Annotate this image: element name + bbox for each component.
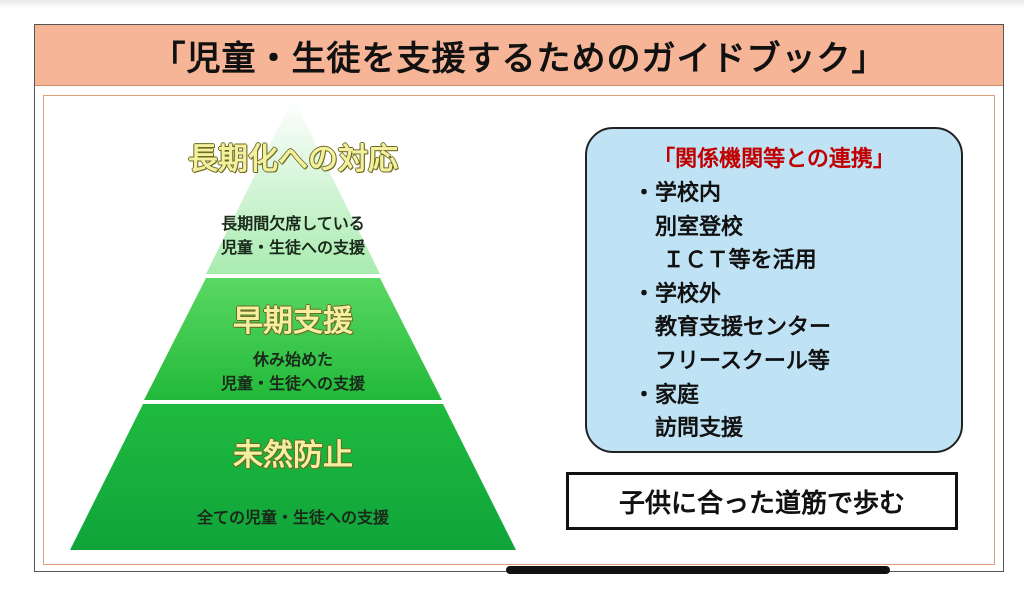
pyramid-graphic — [70, 98, 516, 550]
collaboration-list: ・学校内 別室登校 ＩＣＴ等を活用 ・学校外 教育支援センター フリースクール等… — [633, 177, 831, 446]
home-indicator[interactable] — [506, 566, 890, 574]
tier-sub-early-1: 休み始めた — [252, 350, 333, 369]
top-edge — [0, 0, 1024, 8]
tier-heading-prevention: 未然防止 — [233, 438, 353, 473]
collab-line: フリースクール等 — [633, 348, 830, 374]
pyramid-tier-middle — [144, 278, 442, 400]
support-pyramid: 長期化への対応 長期間欠席している 児童・生徒への支援 早期支援 休み始めた 児… — [70, 98, 516, 550]
pyramid-tier-bottom — [70, 404, 516, 550]
callout-box: 子供に合った道筋で歩む — [566, 472, 958, 530]
title-band: 「児童・生徒を支援するためのガイドブック」 — [35, 25, 1003, 86]
collab-line: ・家庭 — [633, 382, 700, 408]
content-frame — [43, 95, 995, 565]
collaboration-heading: 「関係機関等との連携」 — [653, 147, 895, 172]
collab-line: 教育支援センター — [633, 315, 832, 341]
collaboration-box: 「関係機関等との連携」 ・学校内 別室登校 ＩＣＴ等を活用 ・学校外 教育支援セ… — [585, 127, 963, 453]
tier-sub-long-term-2: 児童・生徒への支援 — [220, 238, 365, 257]
slide-title: 「児童・生徒を支援するためのガイドブック」 — [151, 38, 887, 79]
collab-line: ＩＣＴ等を活用 — [633, 248, 817, 274]
tier-sub-early-2: 児童・生徒への支援 — [220, 374, 365, 393]
collab-line: 訪問支援 — [633, 416, 744, 442]
tier-heading-long-term: 長期化への対応 — [188, 142, 398, 177]
tier-sub-prevention: 全ての児童・生徒への支援 — [196, 508, 389, 527]
tier-heading-early: 早期支援 — [233, 304, 353, 339]
collab-line: ・学校内 — [633, 181, 722, 206]
callout-text: 子供に合った道筋で歩む — [618, 488, 905, 519]
pyramid-tier-top — [206, 98, 380, 274]
tier-sub-long-term-1: 長期間欠席している — [221, 214, 365, 233]
collab-line: ・学校外 — [633, 281, 722, 307]
collab-line: 別室登校 — [633, 214, 744, 240]
